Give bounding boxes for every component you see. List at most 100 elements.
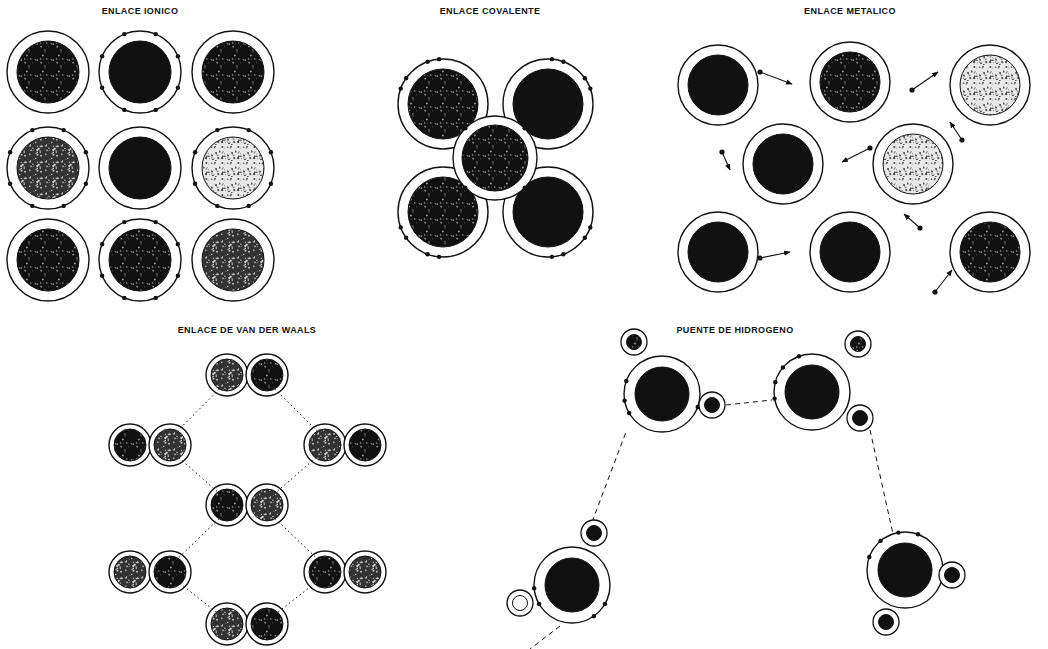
atom-shell [304,424,346,466]
diatomic-atom [344,551,386,593]
electron [122,32,126,36]
atom-core [109,137,171,199]
electron [588,225,592,229]
electron [176,273,180,277]
hydrogen-shell [847,405,873,431]
atom-shell [246,603,288,645]
atom-core [820,52,880,112]
electron [624,379,628,383]
free-electron [757,69,762,74]
ion [192,31,274,113]
atom-shell [344,551,386,593]
electron [30,128,34,132]
electron [561,252,565,256]
electron [122,108,126,112]
atom-shell [810,212,890,292]
electron [425,252,429,256]
electron [592,614,596,618]
atom-shell [534,547,610,623]
electron [561,60,565,64]
atom-shell [109,551,151,593]
atom-core [309,429,341,461]
electron [176,85,180,89]
diatomic-atom [109,551,151,593]
electron [916,532,920,536]
metal-ion [743,124,823,204]
panel-heading: ENLACE METALICO [802,6,898,16]
atom-core [109,41,171,103]
diatomic-atom [246,354,288,396]
electron [399,225,403,229]
electron [84,181,88,185]
atom-shell [192,31,274,113]
electron [122,296,126,300]
atom-core [202,137,264,199]
metal-ion [810,42,890,122]
electron [193,150,197,154]
electron [878,539,882,543]
electron [463,185,467,189]
hydrogen-shell [507,590,533,616]
hydrogen-bond [726,400,772,405]
electron-motion-arrow [904,214,920,228]
ion [99,127,181,209]
ion [7,127,89,209]
atom-core [309,556,341,588]
hydrogen-core [853,411,868,426]
free-electron [917,225,922,230]
atom-core [785,365,839,419]
water-molecule [867,530,965,635]
atom-core [462,125,528,191]
hydrogen-core [627,335,642,350]
hydrogen-core [705,398,720,413]
ion [99,31,181,113]
van-der-waals-attraction [178,519,219,559]
atom-core [154,429,186,461]
diatomic-atom [109,424,151,466]
atom-core [545,558,599,612]
atom-core [211,359,243,391]
electron [550,255,554,259]
electron [896,530,900,534]
atom-shell [206,354,248,396]
atom-core [513,177,583,247]
electron-motion-arrow [722,152,730,170]
electron [627,411,631,415]
atom-core [878,543,932,597]
atom-core [960,55,1020,115]
hydrogen-shell [939,562,965,588]
electron [269,181,273,185]
water-molecule [621,329,725,432]
electron-motion-arrow [912,72,938,90]
atom-shell [7,219,89,301]
atom-shell [624,356,700,432]
atom-shell [246,484,288,526]
atom-shell [99,31,181,113]
hydrogen-bond [530,626,560,649]
free-electron [719,149,724,154]
atom-core [251,359,283,391]
van-der-waals-group [109,354,386,645]
electron [84,150,88,154]
electron [61,204,65,208]
electron [246,128,250,132]
atom-shell [810,42,890,122]
diatomic-atom [206,354,248,396]
electron [522,185,526,189]
ionic-lattice [7,31,274,301]
hydrogen-core [945,568,960,583]
atom-shell [149,424,191,466]
electron [100,85,104,89]
electron-motion-arrow [760,72,792,84]
electron-motion-arrow [935,270,952,292]
hydrogen-core [513,596,528,611]
hydrogen-shell [621,329,647,355]
electron [399,86,403,90]
hydrogen-bond [870,430,893,534]
atom-core [753,134,813,194]
atom-core [820,222,880,282]
electron [61,128,65,132]
electron [153,220,157,224]
ion [192,219,274,301]
atom-shell [678,45,758,125]
